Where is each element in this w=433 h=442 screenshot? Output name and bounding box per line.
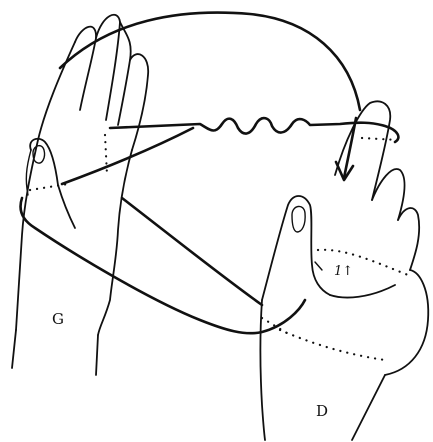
right-index-dotted-line <box>362 138 398 140</box>
right-palm-dotted-line-2 <box>280 330 385 360</box>
string-left-to-right-thumb <box>122 198 262 305</box>
right-thumb <box>262 196 330 300</box>
left-index-finger <box>130 54 148 150</box>
string-left-index-to-thumb <box>62 128 193 184</box>
right-loop-tick <box>315 262 322 270</box>
left-thumb <box>30 139 75 228</box>
left-palm-inner-edge <box>98 150 132 335</box>
left-wrist-line-inner <box>96 335 98 375</box>
right-wrist-inner <box>261 300 266 440</box>
left-hand-outer-edge <box>16 42 75 330</box>
right-palm-lower-edge <box>330 285 395 298</box>
loop-marker-label: 1↑ <box>334 264 353 279</box>
right-wrist-outer <box>352 375 385 440</box>
string-loop <box>21 13 399 334</box>
right-palm-dotted-line-1 <box>318 250 408 275</box>
right-ring-finger <box>398 208 419 270</box>
left-index-dotted-line <box>105 135 107 175</box>
left-hand-label: G <box>52 310 64 328</box>
left-little-finger <box>75 27 96 110</box>
left-middle-finger <box>118 22 131 125</box>
right-hand-label: D <box>316 402 328 420</box>
right-little-finger <box>385 270 428 375</box>
left-hand <box>12 15 148 375</box>
left-wrist-line-outer <box>12 330 16 368</box>
right-index-finger <box>335 101 390 200</box>
right-thumb-nail <box>292 206 305 232</box>
string-upper-arc <box>60 13 360 110</box>
